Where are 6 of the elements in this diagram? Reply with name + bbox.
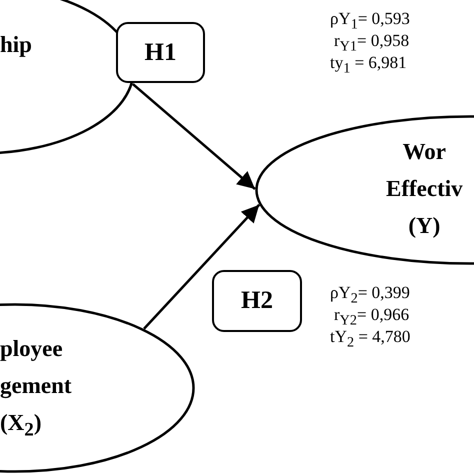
construct-label: ployee gement (X$_{2}$) — [0, 335, 72, 443]
hypothesis-box: H1 — [116, 22, 205, 83]
hypothesis-box: H2 — [212, 270, 302, 332]
construct-label: Wor Effectiv (Y) — [386, 138, 463, 240]
arrow — [143, 204, 260, 330]
construct-label: hip — [0, 31, 32, 59]
